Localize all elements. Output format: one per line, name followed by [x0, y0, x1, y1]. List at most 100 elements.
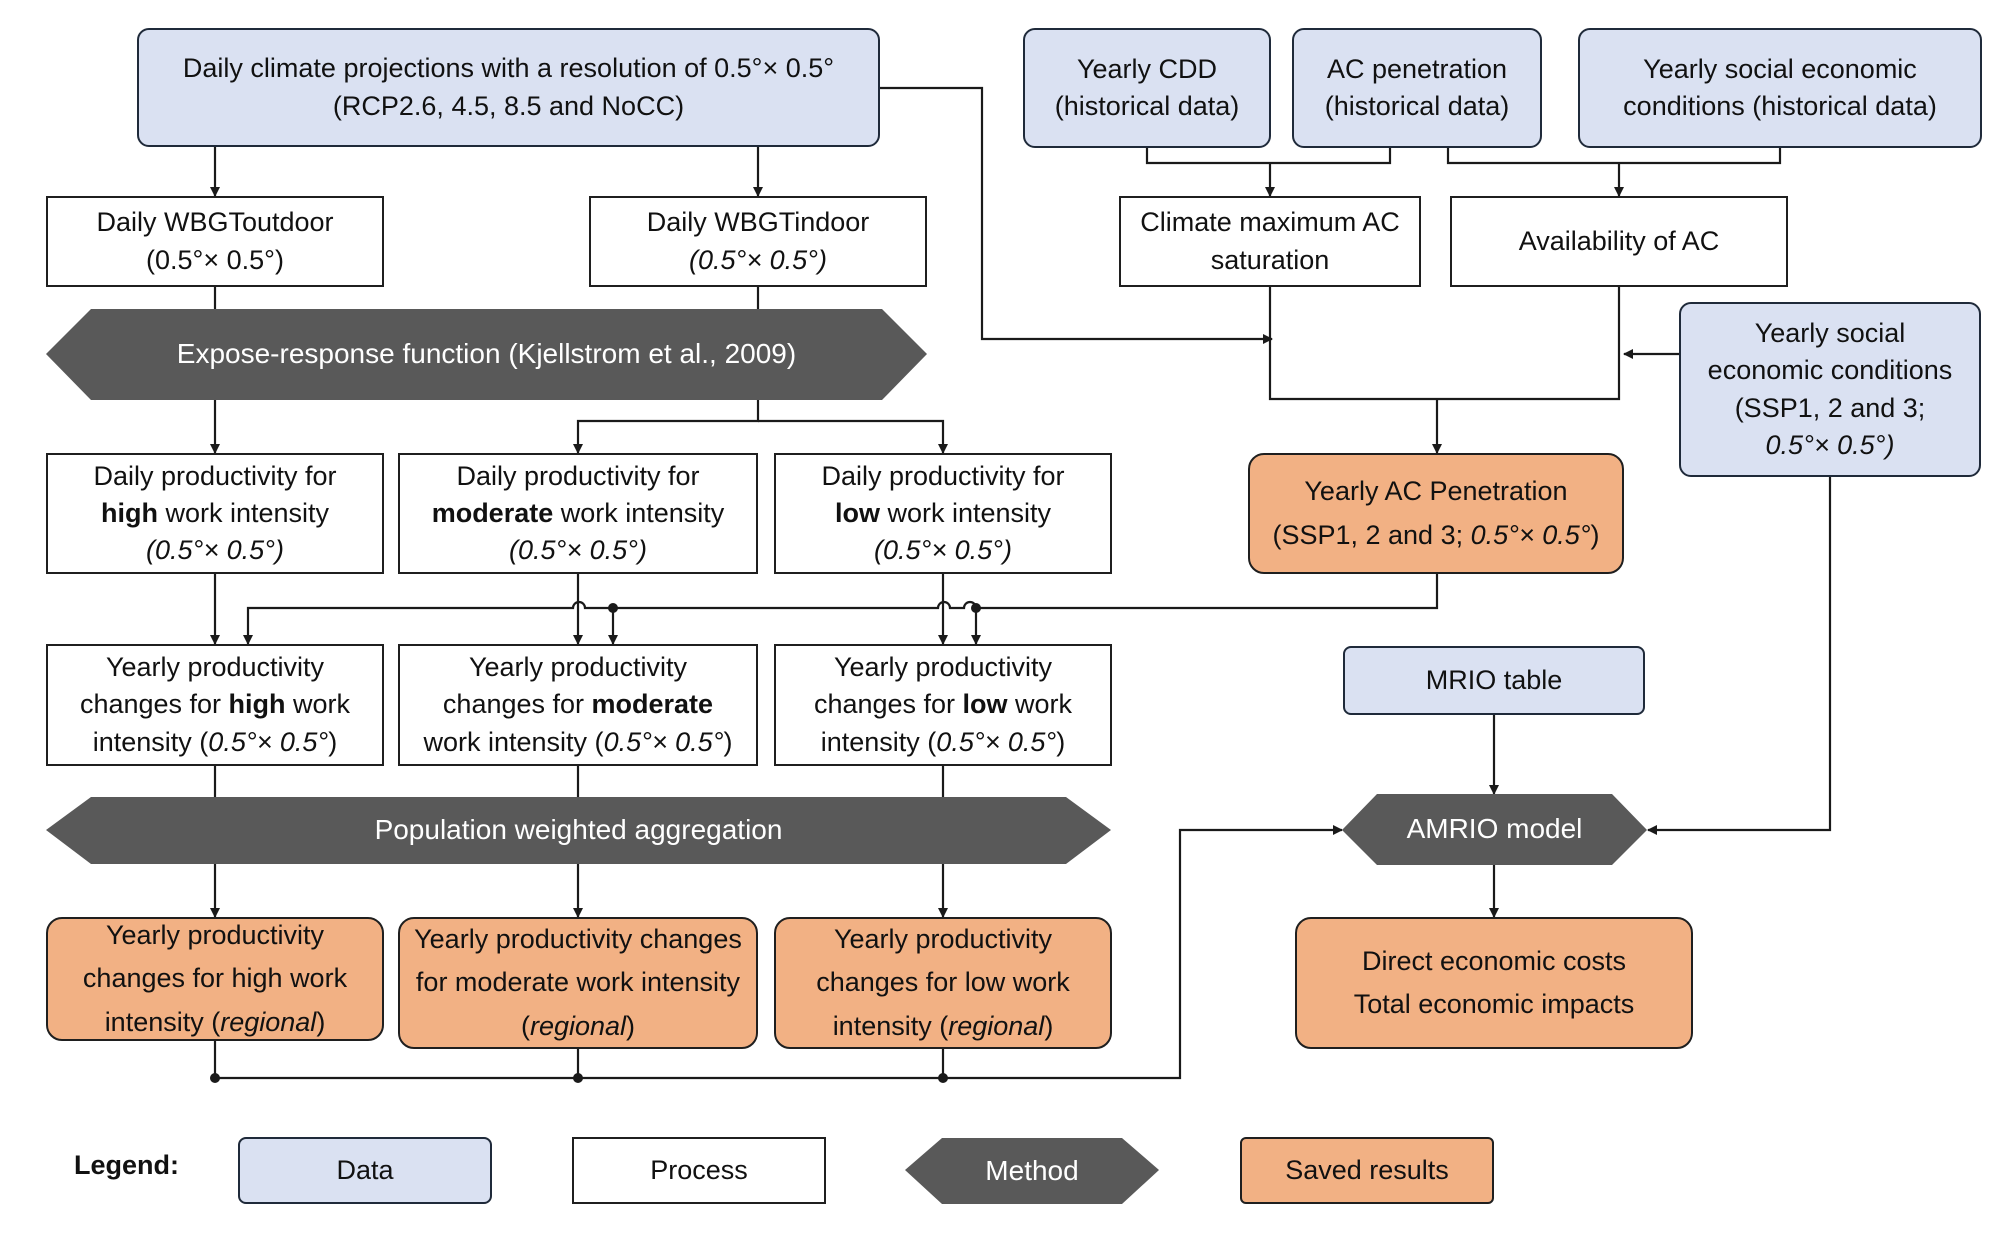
yp-mod-bold: moderate — [591, 689, 714, 720]
ac-penetration-historical-box: AC penetration (historical data) — [1292, 28, 1542, 148]
yearly-regional-moderate-box: Yearly productivity changes for moderate… — [398, 917, 758, 1049]
dp-low-line3: (0.5°× 0.5°) — [874, 535, 1012, 566]
yearly-ac-penetration-box: Yearly AC Penetration (SSP1, 2 and 3; 0.… — [1248, 453, 1624, 574]
legend-process-box: Process — [572, 1137, 826, 1204]
climate-max-ac-box: Climate maximum AC saturation — [1119, 196, 1421, 287]
econ-line1: Direct economic costs — [1361, 945, 1627, 976]
junction-dot-yrlow — [938, 1073, 948, 1083]
acpen-hist-line1: AC penetration — [1326, 53, 1508, 84]
socio-hist-line1: Yearly social economic — [1643, 53, 1917, 84]
ac-pen-line2a: (SSP1, 2 and 3; — [1272, 519, 1471, 550]
connector-climatemax-merge — [1268, 287, 1621, 401]
yr-mod-line3a: ( — [520, 1010, 530, 1041]
yr-mod-line3i: regional — [529, 1010, 627, 1041]
legend-data-label: Data — [336, 1154, 394, 1185]
connector-acpen-avail — [1446, 148, 1782, 165]
yp-mod-line3a: work intensity ( — [423, 726, 604, 757]
dp-high-line3: (0.5°× 0.5°) — [146, 535, 284, 566]
yp-low-line1: Yearly productivity — [833, 652, 1053, 683]
wbgt-in-line2: (0.5°× 0.5°) — [689, 244, 827, 275]
dp-low-line2: work intensity — [879, 497, 1052, 528]
wbgt-out-line1: Daily WBGToutdoor — [96, 207, 334, 238]
socio-ssp-line2: economic conditions — [1707, 355, 1953, 386]
yp-low-line2c: work — [1007, 689, 1073, 720]
yp-low-line3i: 0.5°× 0.5° — [936, 726, 1057, 757]
yr-high-line3i: regional — [220, 1006, 317, 1037]
yr-low-line2: changes for low work — [816, 967, 1070, 998]
yp-high-line2c: work — [285, 689, 351, 720]
ac-pen-line1: Yearly AC Penetration — [1304, 476, 1568, 507]
amrio-model-method: AMRIO model — [1377, 794, 1612, 865]
yp-high-line3a: intensity ( — [92, 726, 209, 757]
yp-mod-line2a: changes for — [442, 689, 592, 720]
population-aggregation-label: Population weighted aggregation — [374, 814, 783, 846]
yr-low-line3c: ) — [1044, 1010, 1054, 1041]
mrio-table-box: MRIO table — [1343, 646, 1645, 715]
legend-method-label: Method — [985, 1154, 1079, 1186]
legend-data-box: Data — [238, 1137, 492, 1204]
dp-high-line1: Daily productivity for — [93, 460, 337, 491]
amrio-model-label: AMRIO model — [1406, 813, 1583, 845]
socio-hist-line2: conditions (historical data) — [1623, 91, 1937, 121]
legend-method-box: Method — [942, 1138, 1122, 1204]
ac-pen-line2c: ) — [1590, 519, 1600, 550]
junction-dot-yrmod — [573, 1073, 583, 1083]
socio-ssp-box: Yearly social economic conditions (SSP1,… — [1679, 302, 1981, 477]
daily-productivity-moderate-box: Daily productivity for moderate work int… — [398, 453, 758, 574]
dp-mod-bold: moderate — [431, 497, 554, 528]
economic-impacts-box: Direct economic costs Total economic imp… — [1295, 917, 1693, 1049]
expose-response-label: Expose-response function — [176, 338, 501, 370]
yp-low-line2a: changes for — [813, 689, 963, 720]
yr-high-line3c: ) — [316, 1006, 326, 1037]
mrio-line1: MRIO table — [1425, 664, 1563, 695]
connector-expose-dplow — [758, 419, 948, 454]
yr-mod-line2: for moderate work intensity — [415, 967, 741, 998]
dp-mod-line3: (0.5°× 0.5°) — [509, 535, 647, 566]
socio-historical-box: Yearly social economic conditions (histo… — [1578, 28, 1982, 148]
connector-cdd-climatemax — [1145, 148, 1392, 165]
yp-high-line1: Yearly productivity — [105, 652, 325, 683]
dp-high-bold: high — [100, 497, 158, 528]
expose-response-citation: (Kjellstrom et al., 2009) — [508, 338, 797, 370]
socio-ssp-line3: (SSP1, 2 and 3; — [1734, 392, 1926, 423]
wbgt-indoor-box: Daily WBGTindoor (0.5°× 0.5°) — [589, 196, 927, 287]
yearly-productivity-high-box: Yearly productivity changes for high wor… — [46, 644, 384, 766]
dp-mod-line2: work intensity — [553, 497, 725, 528]
daily-productivity-low-box: Daily productivity for low work intensit… — [774, 453, 1112, 574]
yp-low-line3c: ) — [1056, 726, 1066, 757]
legend-title: Legend: — [74, 1150, 179, 1180]
dp-mod-line1: Daily productivity for — [456, 460, 700, 491]
connector-socio-amrio — [1647, 477, 1832, 835]
dp-high-line2: work intensity — [157, 497, 330, 528]
yr-low-line3a: intensity ( — [832, 1010, 949, 1041]
availability-line1: Availability of AC — [1518, 225, 1720, 256]
legend-saved-label: Saved results — [1285, 1154, 1449, 1185]
yearly-regional-low-box: Yearly productivity changes for low work… — [774, 917, 1112, 1049]
ac-pen-line2i: 0.5°× 0.5° — [1470, 519, 1591, 550]
cdd-historical-box: Yearly CDD (historical data) — [1023, 28, 1271, 148]
acpen-hist-line2: (historical data) — [1324, 91, 1510, 121]
yp-mod-line1: Yearly productivity — [468, 652, 688, 683]
dp-low-line1: Daily productivity for — [821, 460, 1065, 491]
junction-dot-yrhigh — [210, 1073, 220, 1083]
connector-expose-split — [573, 400, 760, 454]
climate-projections-box: Daily climate projections with a resolut… — [137, 28, 880, 147]
socio-ssp-line1: Yearly social — [1754, 318, 1906, 348]
climate-projections-line1: Daily climate projections with a resolut… — [182, 53, 835, 84]
yearly-productivity-moderate-box: Yearly productivity changes for moderate… — [398, 644, 758, 766]
yr-low-line3i: regional — [948, 1010, 1045, 1041]
yp-mod-line3i: 0.5°× 0.5° — [603, 726, 724, 757]
cdd-line1: Yearly CDD — [1076, 53, 1218, 84]
connector-acpen-feed — [243, 574, 1439, 645]
connector-bus-amrio — [215, 825, 1343, 1080]
climate-projections-line2: (RCP2.6, 4.5, 8.5 and NoCC) — [332, 90, 685, 121]
dp-low-bold: low — [834, 497, 880, 528]
yr-low-line1: Yearly productivity — [833, 924, 1053, 955]
yp-high-line2a: changes for — [79, 689, 229, 720]
daily-productivity-high-box: Daily productivity for high work intensi… — [46, 453, 384, 574]
climate-max-line1: Climate maximum AC — [1140, 207, 1400, 238]
connector-climate-acjunction — [880, 86, 1273, 344]
availability-ac-box: Availability of AC — [1450, 196, 1788, 287]
